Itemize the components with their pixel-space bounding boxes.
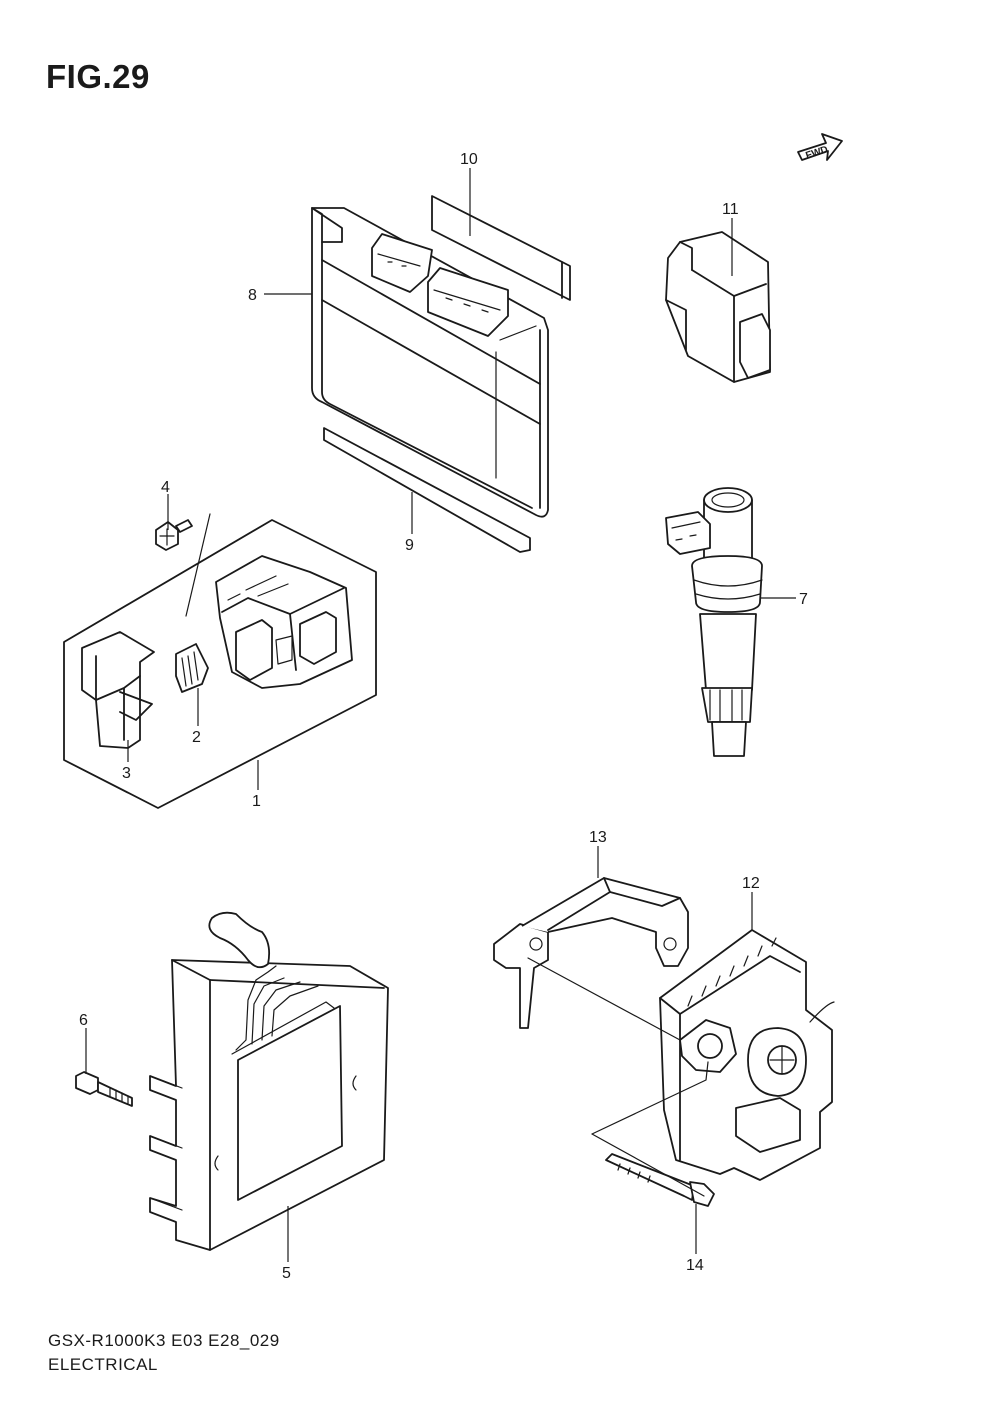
- callout-8: 8: [248, 287, 257, 304]
- sensor-housing: [659, 929, 835, 1181]
- figure-footer: GSX-R1000K3 E03 E28_029 ELECTRICAL: [48, 1329, 280, 1377]
- cushion-strip: [323, 427, 531, 553]
- junction-block: [215, 555, 353, 689]
- ignition-coil: [665, 487, 763, 757]
- fuse: [175, 643, 209, 693]
- callout-12: 12: [742, 875, 760, 892]
- callout-10: 10: [460, 151, 478, 168]
- section-name: ELECTRICAL: [48, 1355, 158, 1374]
- callout-11: 11: [722, 201, 739, 218]
- callout-2: 2: [192, 729, 201, 746]
- screw-14: [605, 1153, 715, 1207]
- bracket: [493, 877, 689, 1029]
- leader-lines: [85, 168, 796, 1262]
- bolt-6: [75, 1071, 133, 1107]
- callout-5: 5: [282, 1265, 291, 1282]
- callout-14: 14: [686, 1257, 704, 1274]
- callout-6: 6: [79, 1012, 88, 1029]
- fwd-direction-arrow: FWD: [797, 133, 843, 162]
- assembly-guide-lines: [527, 957, 709, 1197]
- figure-title: FIG.29: [46, 58, 150, 95]
- regulator: [149, 911, 389, 1251]
- callout-1: 1: [252, 793, 261, 810]
- fwd-label: FWD: [804, 144, 829, 162]
- relay: [665, 231, 771, 383]
- callout-3: 3: [122, 765, 131, 782]
- ecm-unit: [311, 207, 549, 518]
- callout-numbers: 10 11 8 4 9 7 2 3 1 13 12 6 5 14: [79, 151, 808, 1282]
- model-code: GSX-R1000K3 E03 E28_029: [48, 1331, 280, 1350]
- callout-4: 4: [161, 479, 170, 496]
- callout-7: 7: [799, 591, 808, 608]
- screw: [155, 513, 211, 617]
- callout-13: 13: [589, 829, 607, 846]
- cover: [81, 631, 155, 749]
- pad-strip: [431, 195, 571, 301]
- callout-9: 9: [405, 537, 414, 554]
- junction-box-assembly: [63, 519, 377, 809]
